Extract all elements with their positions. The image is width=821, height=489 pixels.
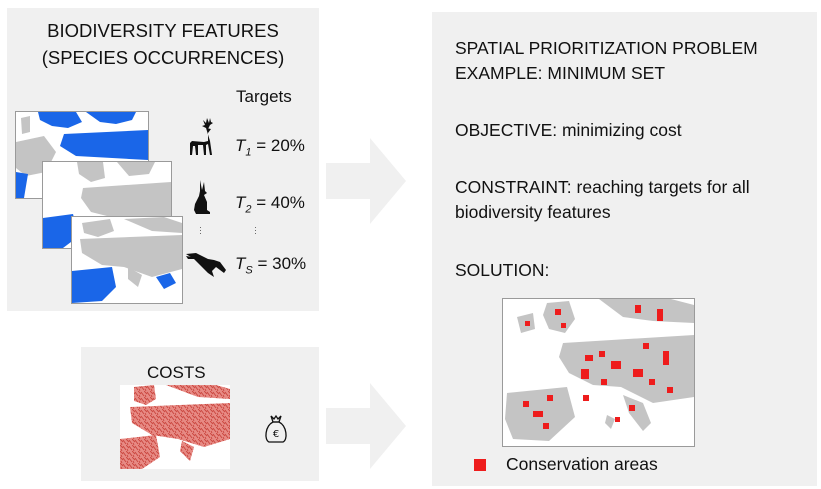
cost-map xyxy=(120,385,230,469)
species-map-1 xyxy=(15,111,149,199)
target-1-subscript: 1 xyxy=(245,146,252,159)
money-bag-euro-icon: € xyxy=(265,414,287,443)
target-2: T2 = 40% xyxy=(235,193,305,215)
arrow-biodiversity-to-problem xyxy=(326,138,406,224)
legend-label: Conservation areas xyxy=(506,454,658,474)
problem-title-line1: SPATIAL PRIORITIZATION PROBLEM xyxy=(455,38,758,58)
target-s-subscript: S xyxy=(245,264,253,277)
biodiversity-title-line1: BIODIVERSITY FEATURES xyxy=(47,20,279,41)
objective-text: OBJECTIVE: minimizing cost xyxy=(455,120,682,140)
solution-map xyxy=(502,298,695,447)
target-2-subscript: 2 xyxy=(245,203,252,216)
rabbit-icon xyxy=(194,180,210,214)
ellipsis-targets: ··· xyxy=(254,222,257,238)
deer-icon xyxy=(190,118,213,155)
conservation-area-swatch xyxy=(474,459,486,471)
target-s-symbol: T xyxy=(235,254,246,273)
constraint-line1: CONSTRAINT: reaching targets for all xyxy=(455,177,750,197)
eagle-icon xyxy=(186,253,226,277)
euro-symbol: € xyxy=(273,429,279,440)
solution-label: SOLUTION: xyxy=(455,260,550,280)
target-1: T1 = 20% xyxy=(235,136,305,158)
biodiversity-title-line2: (SPECIES OCCURRENCES) xyxy=(41,47,285,68)
target-s: TS = 30% xyxy=(235,254,306,276)
target-2-symbol: T xyxy=(235,193,246,212)
constraint-line2: biodiversity features xyxy=(455,202,611,222)
costs-title: COSTS xyxy=(147,363,206,382)
target-s-value: = 30% xyxy=(257,254,307,273)
targets-label: Targets xyxy=(236,87,292,106)
target-1-value: = 20% xyxy=(256,136,305,155)
target-2-value: = 40% xyxy=(256,193,305,212)
target-1-symbol: T xyxy=(235,136,246,155)
problem-title-line2: EXAMPLE: MINIMUM SET xyxy=(455,63,666,83)
arrow-costs-to-problem xyxy=(326,383,406,469)
species-map-3 xyxy=(71,216,183,304)
ellipsis-icons: ··· xyxy=(199,222,202,238)
